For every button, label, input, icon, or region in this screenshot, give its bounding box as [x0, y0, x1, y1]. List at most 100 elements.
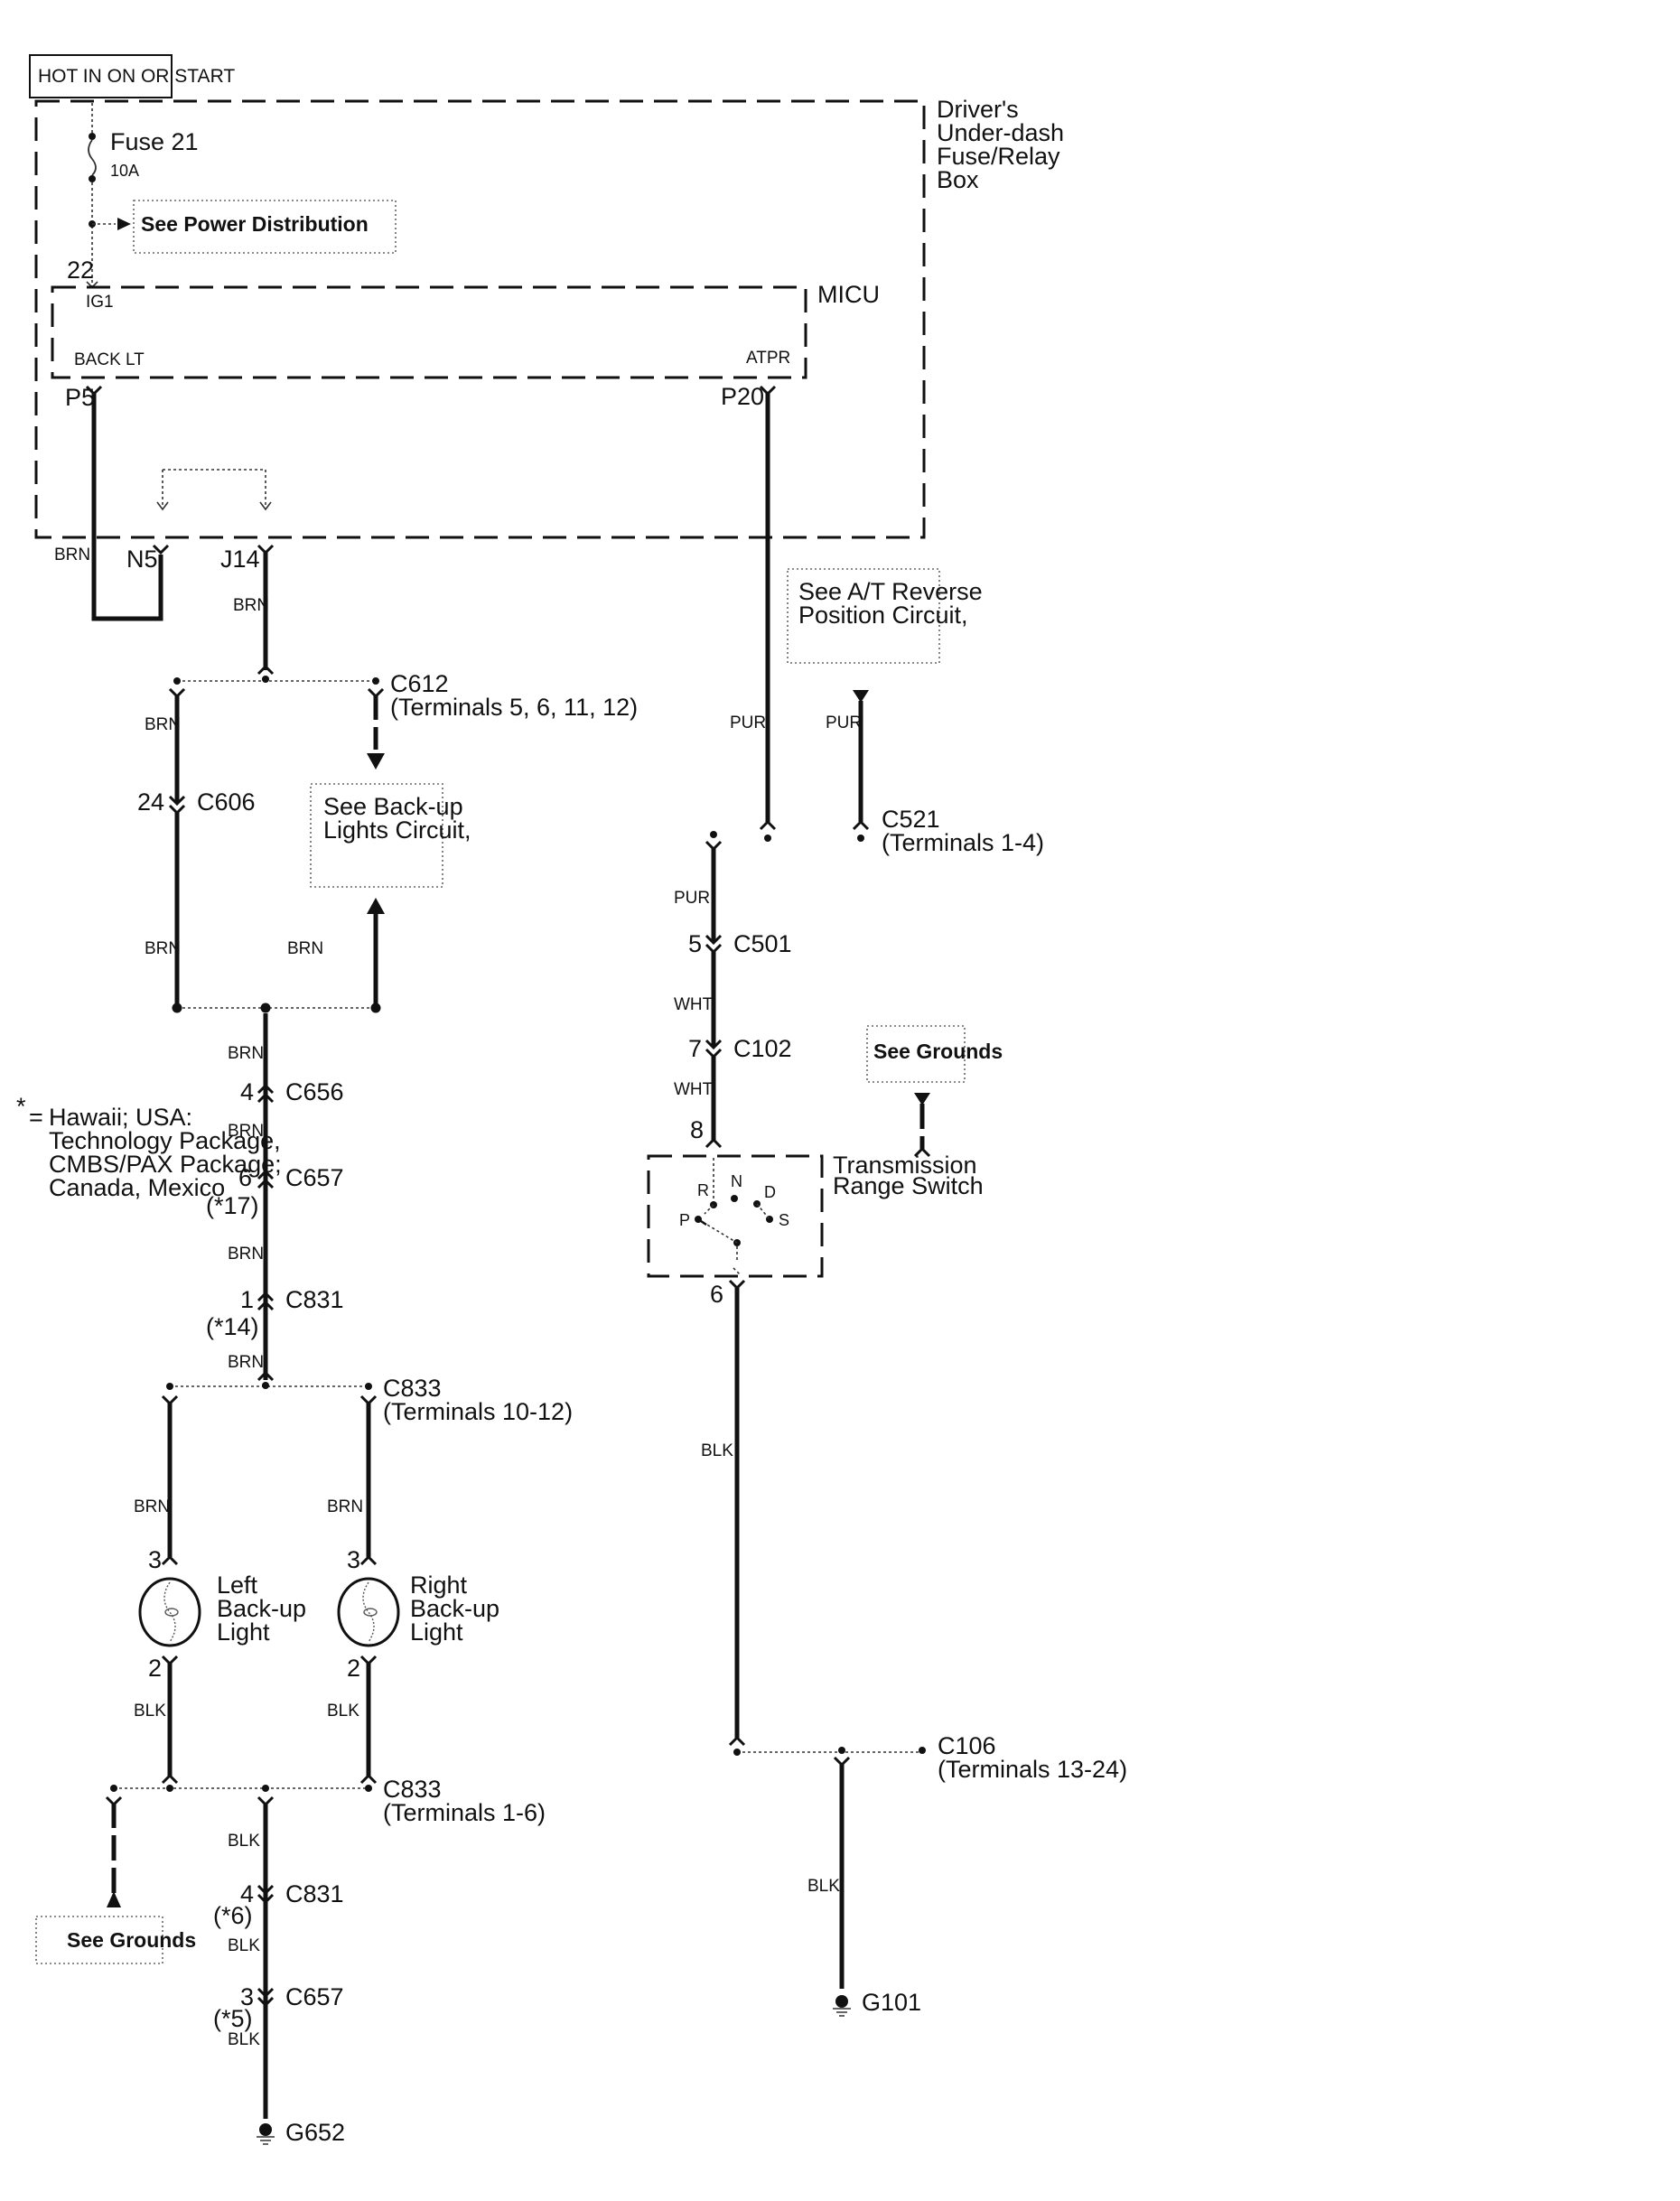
trs-pos-p: P — [679, 1211, 690, 1229]
n5-label: N5 — [126, 546, 158, 573]
wire-color-brn: BRN — [228, 1353, 264, 1372]
arrow-up-icon — [367, 898, 385, 914]
footnote-mark: * — [16, 1093, 26, 1120]
c831-bottom-alt: (*6) — [213, 1902, 253, 1929]
see-grounds-link-left[interactable]: See Grounds — [67, 1928, 196, 1952]
trs-label-1: Transmission — [833, 1152, 977, 1179]
fuse-box-label-3: Fuse/Relay — [937, 143, 1060, 170]
fuse-relay-box: Driver's Under-dash Fuse/Relay Box — [34, 96, 1064, 539]
wire-color-blk: BLK — [228, 2030, 260, 2049]
wire-color-pur: PUR — [826, 713, 862, 732]
wire-color-wht: WHT — [674, 1080, 714, 1099]
arrow-down-icon — [914, 1093, 930, 1105]
arrow-down-icon — [853, 690, 869, 703]
c833-top-label: C833 — [383, 1375, 442, 1402]
hot-label: HOT IN ON OR START — [38, 66, 235, 87]
fuse-rating: 10A — [110, 162, 139, 180]
atpr-label: ATPR — [746, 349, 790, 368]
fuse-box-label-2: Under-dash — [937, 119, 1064, 146]
left-backup-light-bulb-icon — [138, 1577, 201, 1647]
arrow-up-icon — [107, 1891, 121, 1907]
c606-label: C606 — [197, 788, 256, 816]
transmission-range-switch: Transmission Range Switch R N D P S — [647, 1152, 984, 1278]
footnote-eq: = — [29, 1104, 43, 1131]
c657-bottom-label: C657 — [285, 1983, 344, 2010]
trs-pin-in: 8 — [690, 1116, 704, 1143]
fuse-name: Fuse 21 — [110, 128, 199, 155]
c831-bottom-label: C831 — [285, 1880, 344, 1907]
footnote-line3: CMBS/PAX Package; — [49, 1151, 282, 1178]
right-light-label-1: Right — [410, 1571, 468, 1599]
wire-color-brn: BRN — [134, 1497, 170, 1516]
ground-g652-icon — [257, 2123, 275, 2145]
trs-label-2: Range Switch — [833, 1172, 984, 1199]
c521-label: C521 — [882, 806, 940, 833]
left-light-pin-out: 2 — [148, 1655, 162, 1682]
micu-label: MICU — [817, 281, 880, 308]
see-grounds-link-right[interactable]: See Grounds — [873, 1040, 1003, 1063]
c501-label: C501 — [733, 930, 792, 957]
wire-color-brn: BRN — [233, 596, 269, 615]
see-at-reverse-line2[interactable]: Position Circuit, — [798, 602, 968, 629]
arrow-right-icon — [117, 218, 131, 230]
c612-terminals: (Terminals 5, 6, 11, 12) — [390, 694, 638, 721]
wire-color-brn: BRN — [228, 1122, 264, 1141]
wire-color-blk: BLK — [228, 1832, 260, 1851]
see-backup-lights-line2[interactable]: Lights Circuit, — [323, 816, 471, 844]
g652-label: G652 — [285, 2119, 345, 2146]
j14-label: J14 — [220, 546, 260, 573]
wire-color-brn: BRN — [54, 546, 90, 564]
c657-top-pin: 6 — [238, 1164, 252, 1191]
wire-color-blk: BLK — [228, 1936, 260, 1955]
c102-pin: 7 — [688, 1035, 702, 1062]
see-at-reverse-box[interactable] — [787, 568, 940, 664]
wire-color-brn: BRN — [327, 1497, 363, 1516]
c606-pin: 24 — [137, 788, 164, 816]
see-power-distribution-box[interactable] — [133, 200, 397, 254]
ig1-label: IG1 — [86, 293, 114, 312]
wire-color-wht: WHT — [674, 995, 714, 1014]
wire-color-blk: BLK — [701, 1441, 733, 1460]
back-lt-label: BACK LT — [74, 350, 145, 369]
wire-color-brn: BRN — [145, 939, 181, 958]
trs-pos-n: N — [731, 1172, 742, 1190]
hot-in-on-or-start-box: HOT IN ON OR START — [29, 54, 235, 98]
wire-color-blk: BLK — [807, 1877, 840, 1896]
wire-color-brn: BRN — [287, 939, 323, 958]
c833-bottom-label: C833 — [383, 1776, 442, 1803]
fuse-relay-box-outline — [34, 99, 926, 539]
wire-color-blk: BLK — [134, 1702, 166, 1721]
see-at-reverse-line1[interactable]: See A/T Reverse — [798, 578, 983, 605]
left-light-label-3: Light — [217, 1618, 270, 1646]
trs-outline — [647, 1154, 824, 1278]
micu: MICU IG1 BACK LT ATPR P5 P20 — [51, 281, 880, 411]
wire-color-pur: PUR — [730, 713, 766, 732]
c833-bottom-terminals: (Terminals 1-6) — [383, 1799, 546, 1826]
footnote-line4: Canada, Mexico — [49, 1174, 225, 1201]
right-backup-light-bulb-icon — [337, 1577, 400, 1647]
pin-22: 22 — [67, 256, 94, 284]
see-backup-lights-line1[interactable]: See Back-up — [323, 793, 463, 820]
trs-pos-d: D — [764, 1183, 776, 1201]
see-power-distribution-link[interactable]: See Power Distribution — [141, 212, 369, 236]
wire-color-pur: PUR — [674, 889, 710, 908]
see-grounds-box-left[interactable] — [35, 1916, 163, 1964]
arrow-down-icon — [367, 753, 385, 769]
c656-pin: 4 — [240, 1078, 254, 1105]
c501-pin: 5 — [688, 930, 702, 957]
right-light-pin-in: 3 — [347, 1546, 360, 1573]
c831-top-pin: 1 — [240, 1286, 254, 1313]
wire-color-brn: BRN — [145, 715, 181, 734]
wire-color-blk: BLK — [327, 1702, 359, 1721]
c102-label: C102 — [733, 1035, 792, 1062]
c656-label: C656 — [285, 1078, 344, 1105]
fuse-box-label-1: Driver's — [937, 96, 1019, 123]
wire-color-brn: BRN — [228, 1044, 264, 1063]
trs-pos-s: S — [779, 1211, 789, 1229]
footnote-line1: Hawaii; USA: — [49, 1104, 192, 1131]
trs-pin-out: 6 — [710, 1281, 723, 1308]
fuse-box-label-4: Box — [937, 166, 979, 193]
c657-top-label: C657 — [285, 1164, 344, 1191]
left-light-pin-in: 3 — [148, 1546, 162, 1573]
